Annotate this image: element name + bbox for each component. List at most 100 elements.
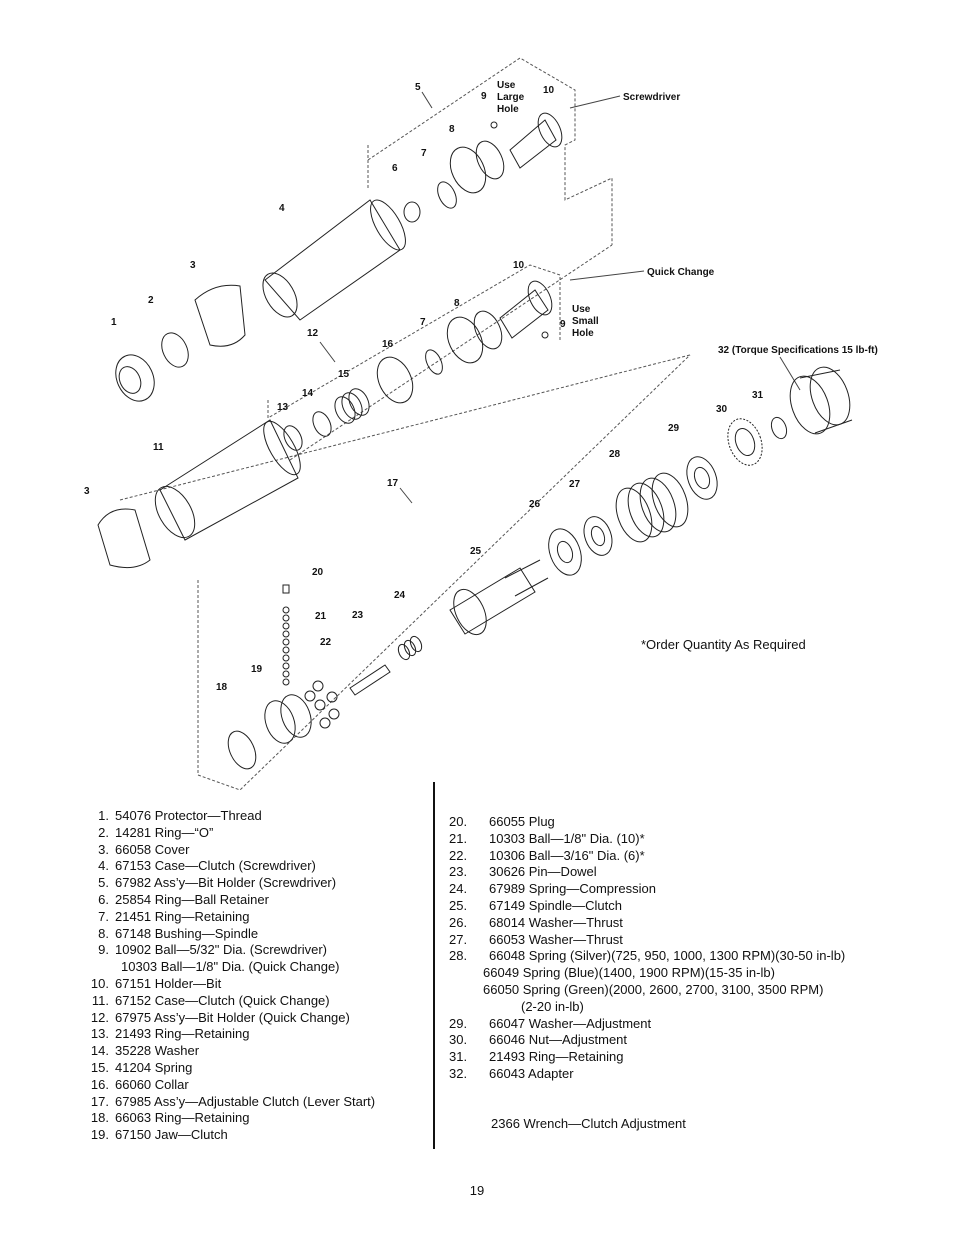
- part-clutch-case-quick-change: [154, 419, 301, 541]
- parts-list-row: 29. 66047 Washer—Adjustment: [449, 1016, 845, 1033]
- part-number-index: 22.: [449, 847, 468, 863]
- part-description: 68014 Washer—Thrust: [489, 914, 623, 930]
- order-quantity-note: *Order Quantity As Required: [641, 637, 806, 652]
- diagram-labels: Screwdriver Quick Change Use Large Hole …: [497, 80, 715, 339]
- callout-11: 11: [153, 442, 164, 453]
- part-thrust-washer-27: [583, 516, 613, 556]
- callout-9a: 9: [481, 91, 487, 102]
- part-cover-upper: [194, 284, 246, 347]
- part-number-index: 2.: [98, 824, 109, 840]
- callout-14: 14: [302, 388, 314, 399]
- callout-9b: 9: [560, 319, 566, 330]
- part-number-index: 17.: [90, 1093, 109, 1109]
- callout-15: 15: [338, 369, 350, 380]
- part-number-index: 9.: [98, 942, 109, 958]
- parts-list-row: 7.21451 Ring—Retaining: [83, 909, 375, 926]
- callout-22: 22: [320, 637, 332, 648]
- part-number-index: [83, 959, 121, 976]
- label-use-small-3: Hole: [572, 328, 594, 339]
- label-quick-change: Quick Change: [647, 267, 715, 278]
- part-o-ring: [161, 332, 189, 368]
- parts-list-row: 19.67150 Jaw—Clutch: [83, 1127, 375, 1144]
- part-description: 67151 Holder—Bit: [115, 975, 222, 991]
- part-number-index: 15.: [90, 1059, 109, 1075]
- group-boundaries: [119, 57, 691, 790]
- part-number-index: 8.: [98, 925, 109, 941]
- callout-30: 30: [716, 404, 728, 415]
- leader-lines: [319, 91, 801, 504]
- part-description: (2-20 in-lb): [521, 998, 584, 1014]
- part-description: 67148 Bushing—Spindle: [115, 925, 259, 941]
- part-number-index: 23.: [449, 864, 468, 880]
- part-description: 35228 Washer: [115, 1043, 200, 1059]
- part-description: 66063 Ring—Retaining: [115, 1110, 250, 1126]
- part-ball-retainer: [403, 201, 421, 223]
- part-description: 54076 Protector—Thread: [115, 808, 262, 823]
- parts-list-row: 6. 25854 Ring—Ball Retainer: [83, 892, 375, 909]
- parts-list-row: 12.67975 Ass’y—Bit Holder (Quick Change): [83, 1010, 375, 1027]
- parts-list-row: 15.41204 Spring: [83, 1060, 375, 1077]
- part-adjustment-washer: [686, 456, 718, 500]
- callout-19: 19: [251, 664, 263, 675]
- parts-list-row: 11.67152 Case—Clutch (Quick Change): [83, 993, 375, 1010]
- part-number-index: 12.: [90, 1009, 109, 1025]
- parts-list-row: 2.14281 Ring—“O”: [83, 825, 375, 842]
- parts-list-row: 31.21493 Ring—Retaining: [449, 1049, 845, 1066]
- part-number-index: 6.: [98, 891, 109, 907]
- callout-26: 26: [529, 499, 541, 510]
- parts-list-row: 16.66060 Collar: [83, 1077, 375, 1094]
- part-retaining-ring-31: [770, 416, 788, 440]
- parts-list-row: 10303 Ball—1/8" Dia. (Quick Change): [83, 959, 375, 976]
- callout-2: 2: [148, 295, 154, 306]
- part-description: 25854 Ring—Ball Retainer: [115, 891, 269, 907]
- part-number-index: 19.: [90, 1127, 109, 1143]
- part-plug-and-balls: [282, 584, 340, 729]
- part-clutch-spindle: [449, 559, 549, 636]
- parts-list-row: 13.21493 Ring—Retaining: [83, 1026, 375, 1043]
- part-number-index: 4.: [98, 858, 109, 874]
- parts-list-row: 24. 67989 Spring—Compression: [449, 881, 845, 898]
- parts-list-row: 25.67149 Spindle—Clutch: [449, 898, 845, 915]
- callout-12: 12: [307, 328, 319, 339]
- part-spindle-bushing-8a: [449, 140, 505, 194]
- part-cover-lower: [97, 508, 151, 569]
- part-retaining-ring-18: [227, 730, 257, 770]
- callout-21: 21: [315, 611, 327, 622]
- parts-list-row: 27.66053 Washer—Thrust: [449, 932, 845, 949]
- part-description: 10303 Ball—1/8" Dia. (10)*: [489, 830, 645, 846]
- part-description: 66058 Cover: [115, 841, 190, 857]
- parts-list-row: 4. 67153 Case—Clutch (Screwdriver): [83, 858, 375, 875]
- part-description: 66047 Washer—Adjustment: [489, 1015, 652, 1031]
- part-description: 67989 Spring—Compression: [489, 881, 656, 897]
- parts-list-row: 14.35228 Washer: [83, 1043, 375, 1060]
- callout-29: 29: [668, 423, 680, 434]
- part-number-index: 24.: [449, 881, 468, 897]
- label-use-small-1: Use: [572, 304, 591, 315]
- part-thrust-washer-26: [548, 528, 582, 576]
- callout-32: 32 (Torque Specifications 15 lb-ft): [718, 345, 878, 356]
- parts-list-row: 26.68014 Washer—Thrust: [449, 915, 845, 932]
- parts-list-row: 1.54076 Protector—Thread: [83, 808, 375, 825]
- part-number-index: 28.: [449, 948, 468, 964]
- part-bit-holder-10a: [509, 112, 563, 169]
- callout-1: 1: [111, 317, 117, 328]
- callout-4: 4: [279, 203, 285, 214]
- callout-10b: 10: [513, 260, 525, 271]
- part-description: 30626 Pin—Dowel: [489, 864, 597, 880]
- part-description: 67153 Case—Clutch (Screwdriver): [115, 858, 316, 874]
- part-clutch-jaw: [264, 694, 312, 744]
- callout-28: 28: [609, 449, 621, 460]
- part-spring-15: [334, 388, 370, 424]
- part-ball-9b: [541, 331, 549, 339]
- callout-8a: 8: [449, 124, 455, 135]
- part-number-index: 29.: [449, 1015, 468, 1031]
- parts-list-row: 28.66048 Spring (Silver)(725, 950, 1000,…: [449, 948, 845, 965]
- parts-list-row: 66050 Spring (Green)(2000, 2600, 2700, 3…: [449, 982, 845, 999]
- part-number-index: 25.: [449, 897, 468, 913]
- part-number-index: 13.: [90, 1026, 109, 1042]
- part-number-index: 10.: [90, 975, 109, 991]
- part-compression-spring: [397, 635, 423, 661]
- part-retaining-ring-13: [283, 425, 303, 451]
- parts-list-row: 23. 30626 Pin—Dowel: [449, 864, 845, 881]
- part-number-index: 3.: [98, 841, 109, 857]
